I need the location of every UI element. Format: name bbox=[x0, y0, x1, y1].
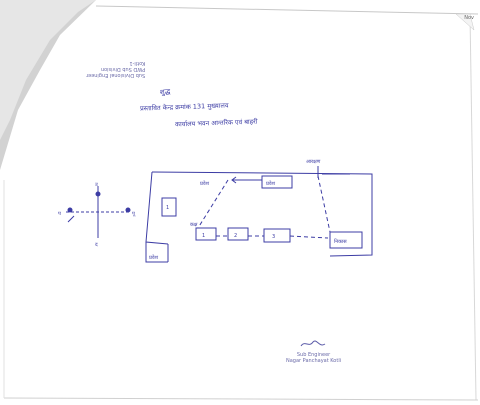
compass-west: प bbox=[58, 211, 61, 217]
diagram-box-bottom-1-label: 1 bbox=[202, 233, 205, 239]
diagram-room-label: कक्ष bbox=[190, 222, 198, 228]
diagram-box-bottom-3-label: 3 bbox=[272, 234, 275, 240]
signature-mark bbox=[300, 340, 325, 347]
dashed-path-left bbox=[197, 179, 229, 229]
compass-south: द bbox=[95, 242, 98, 248]
building-outline bbox=[151, 171, 373, 257]
box-bottom-1 bbox=[195, 227, 217, 241]
diagram-box-bottom-2-label: 2 bbox=[234, 233, 237, 239]
box-bottom-3 bbox=[263, 228, 291, 243]
compass-east: पू bbox=[132, 211, 136, 217]
box-top bbox=[261, 175, 293, 189]
box-bottom-2 bbox=[227, 227, 249, 241]
diagram-box-left-label: 1 bbox=[166, 205, 169, 211]
box-right bbox=[329, 231, 363, 249]
bottom-stamp-line1: Sub Engineer bbox=[296, 352, 331, 358]
dashed-path-bottom bbox=[216, 235, 329, 239]
compass-north: उ bbox=[95, 182, 98, 188]
dashed-path-right bbox=[317, 175, 331, 233]
diagram-box-right-label: निकास bbox=[334, 238, 347, 245]
box-left bbox=[161, 197, 177, 217]
diagram-box-top-label: प्रवेश bbox=[266, 180, 276, 187]
diagram-bottom-left-label: प्रवेश bbox=[149, 254, 159, 261]
bottom-stamp-line2: Nagar Panchayat Kotli bbox=[286, 358, 342, 364]
corner-tag: Nov bbox=[464, 15, 474, 21]
diagram-top-left-label: प्रवेश bbox=[200, 180, 210, 187]
diagram-top-right-label: आरक्षण bbox=[306, 159, 321, 165]
bottom-stamp: Sub Engineer Nagar Panchayat Kotli bbox=[286, 338, 341, 364]
